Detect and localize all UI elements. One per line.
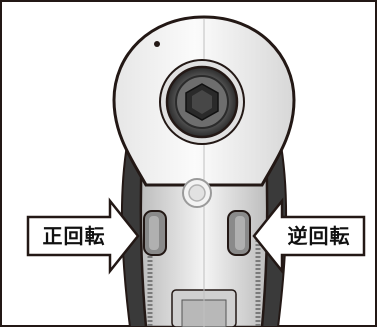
center-screw-icon — [182, 178, 212, 208]
forward-rotation-label: 正回転 — [42, 224, 106, 248]
switch-button-left — [143, 210, 167, 256]
reverse-arrow-icon — [252, 197, 366, 275]
forward-arrow-icon — [26, 197, 140, 275]
socket-hex-icon — [159, 59, 245, 145]
switch-button-right — [227, 210, 251, 256]
reverse-rotation-label: 逆回転 — [287, 224, 351, 248]
